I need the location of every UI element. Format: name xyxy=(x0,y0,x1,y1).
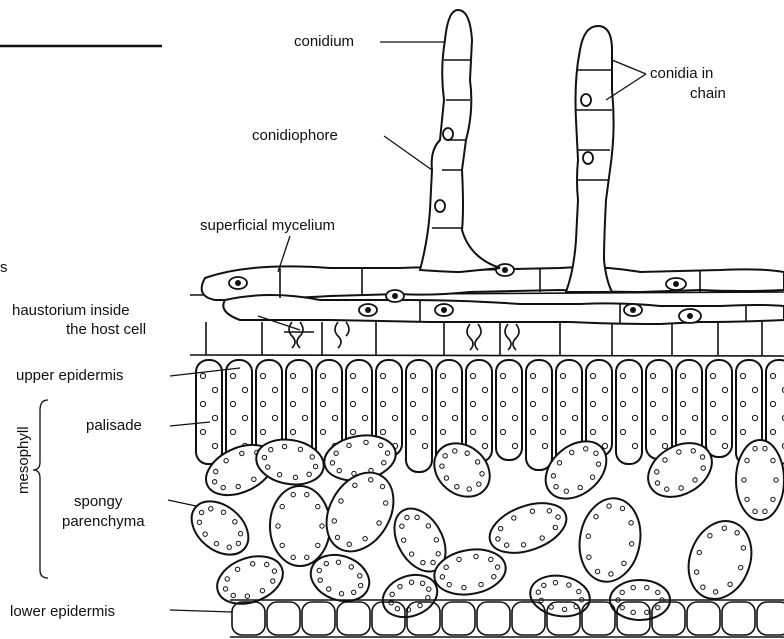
label-haustorium-line2: the host cell xyxy=(66,321,146,338)
conidiophore-right xyxy=(566,26,614,292)
palisade-cell xyxy=(406,360,432,472)
label-conidium: conidium xyxy=(294,33,354,50)
label-parenchyma: parenchyma xyxy=(62,513,145,530)
spongy-cell xyxy=(270,486,330,566)
palisade-cell xyxy=(526,360,552,470)
label-superficial-mycelium: superficial mycelium xyxy=(200,217,335,234)
spongy-cell xyxy=(678,512,762,608)
label-upper-epidermis: upper epidermis xyxy=(16,367,124,384)
spongy-parenchyma-layer xyxy=(181,430,784,625)
label-haustorium-line1: haustorium inside xyxy=(12,302,130,319)
spongy-cell xyxy=(377,568,443,625)
label-chain: chain xyxy=(690,85,726,102)
spongy-cell xyxy=(736,440,784,520)
conidiophore-left xyxy=(420,10,500,272)
palisade-cell xyxy=(496,360,522,460)
haustoria xyxy=(284,322,519,350)
label-conidia-in: conidia in xyxy=(650,65,713,82)
palisade-cell xyxy=(706,360,732,457)
label-lower-epidermis: lower epidermis xyxy=(10,603,115,620)
palisade-cell xyxy=(646,360,672,459)
spongy-cell xyxy=(181,491,258,566)
spongy-cell xyxy=(313,461,407,564)
label-palisade: palisade xyxy=(86,417,142,434)
lower-epidermis xyxy=(230,600,784,637)
spongy-cell xyxy=(483,494,573,563)
spongy-cell xyxy=(527,571,593,621)
label-conidiophore: conidiophore xyxy=(252,127,338,144)
label-mesophyll: mesophyll xyxy=(15,426,32,494)
label-edge-fragment: s xyxy=(0,259,8,276)
palisade-cell xyxy=(616,360,642,464)
label-spongy: spongy xyxy=(74,493,123,510)
spongy-cell xyxy=(573,493,647,586)
palisade-cell xyxy=(196,360,222,464)
